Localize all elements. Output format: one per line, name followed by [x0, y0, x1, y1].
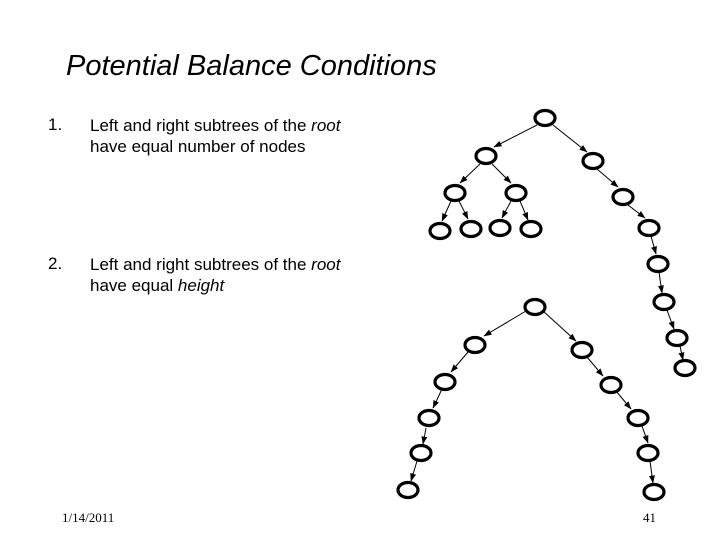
tree-node [504, 183, 528, 203]
tree1-edge [501, 200, 512, 219]
tree1-edge [678, 345, 685, 361]
tree-node [642, 482, 666, 502]
tree-node [533, 108, 557, 128]
tree-node [488, 218, 512, 238]
tree-node [637, 218, 661, 238]
tree1-edge [596, 168, 619, 188]
tree-node [433, 372, 457, 392]
tree2-edge [410, 460, 418, 482]
tree1-edge [493, 124, 538, 148]
tree-node [636, 443, 660, 463]
tree2-edge [483, 310, 527, 337]
tree1-edge [666, 309, 675, 330]
tree-node [409, 443, 433, 463]
tree-node [428, 221, 452, 241]
tree2-edge [432, 388, 443, 409]
tree-node [646, 254, 670, 274]
tree-node [474, 146, 498, 166]
tree1-edge [491, 163, 512, 184]
item-1-text: Left and right subtrees of the root have… [90, 115, 410, 157]
item-1-line1-emphasis: root [311, 116, 341, 135]
tree-node [665, 328, 689, 348]
footer-date: 1/14/2011 [62, 510, 115, 525]
tree-node [611, 187, 635, 207]
tree-node [570, 340, 594, 360]
footer-page-number: 41 [643, 510, 656, 525]
tree2-edge [421, 427, 428, 445]
tree2-edge [542, 310, 577, 342]
tree2-edge [450, 351, 469, 373]
tree-equal-height [396, 297, 666, 502]
item-2-number: 2. [48, 254, 63, 273]
item-2-line2-text: have equal [90, 276, 178, 295]
tree-equal-nodes [428, 108, 697, 378]
item-2-line1-emphasis: root [311, 255, 341, 274]
tree2-edge [615, 390, 632, 410]
item-2-line1-text: Left and right subtrees of the [90, 255, 312, 274]
item-2-line2-emphasis: height [177, 276, 225, 295]
tree-node [652, 292, 676, 312]
tree-node [463, 335, 487, 355]
tree-node [581, 151, 605, 171]
item-1-line1-text: Left and right subtrees of the [90, 116, 312, 135]
slide-title: Potential Balance Conditions [66, 50, 437, 82]
tree1-edge [459, 163, 481, 184]
item-2-text: Left and right subtrees of the root have… [90, 254, 410, 296]
tree1-edge [552, 124, 588, 153]
tree-node [523, 297, 547, 317]
tree1-edge [657, 271, 664, 294]
tree1-edge [650, 235, 657, 255]
tree-node [417, 408, 441, 428]
tree-node [459, 219, 483, 239]
tree-node [673, 358, 697, 378]
item-1-line2-text: have equal number of nodes [90, 137, 306, 156]
tree-node [599, 375, 623, 395]
tree1-edge [519, 200, 529, 221]
tree-node [626, 408, 650, 428]
tree2-edge [641, 425, 649, 444]
tree1-edge [627, 204, 646, 219]
tree1-edge [441, 200, 452, 222]
tree-node [396, 480, 420, 500]
tree2-edge [649, 460, 655, 484]
tree2-edge [586, 356, 604, 377]
tree-node [443, 183, 467, 203]
item-1-number: 1. [48, 115, 63, 134]
tree1-edge [458, 200, 469, 220]
tree-node [519, 219, 543, 239]
